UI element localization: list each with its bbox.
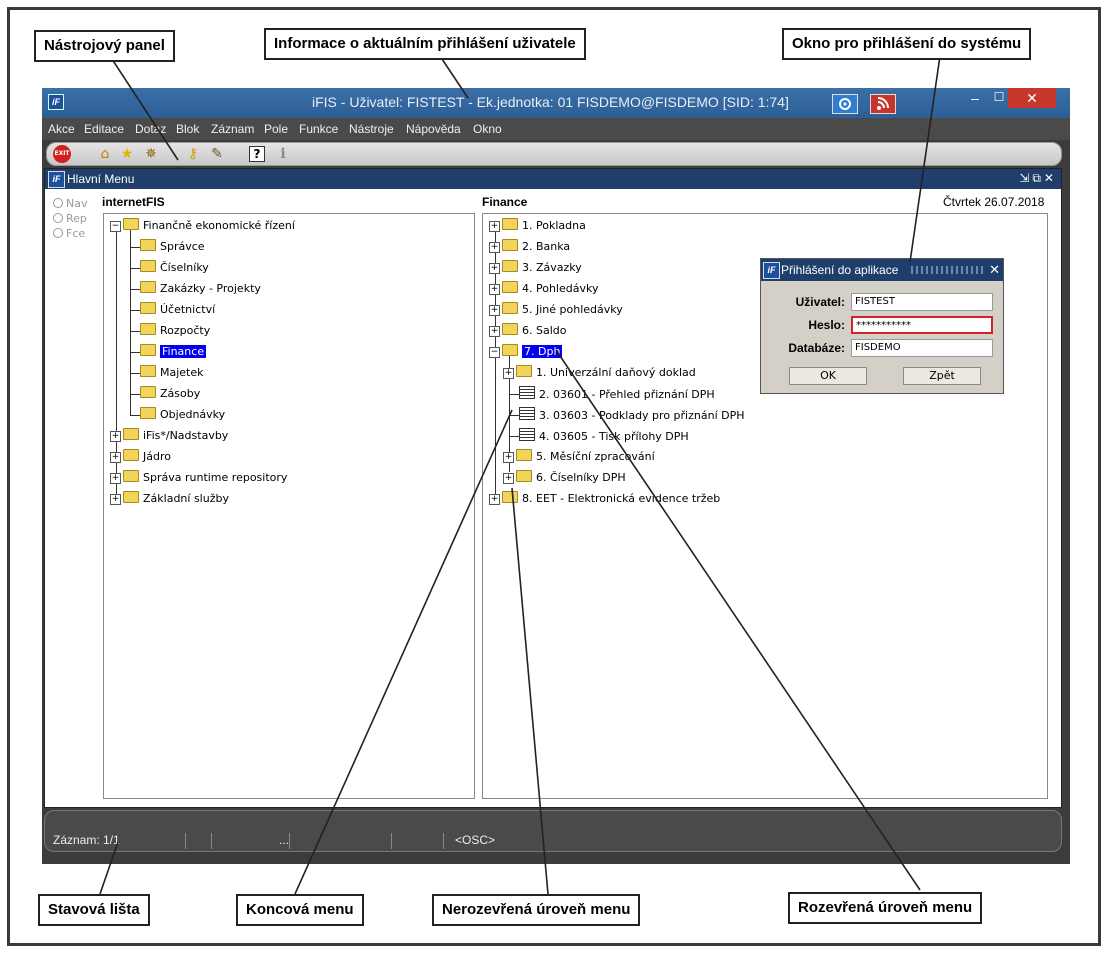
status-osc: <OSC>: [455, 833, 496, 847]
tree-node-majetek[interactable]: Majetek: [140, 365, 204, 381]
back-button[interactable]: Zpět: [903, 367, 981, 385]
menu-pole[interactable]: Pole: [264, 122, 289, 136]
tree-node-saldo[interactable]: +6. Saldo: [489, 323, 567, 337]
ok-button[interactable]: OK: [789, 367, 867, 385]
callout-login-window: Okno pro přihlášení do systému: [782, 28, 1032, 60]
callout-closed-level: Nerozevřená úroveň menu: [432, 894, 641, 926]
right-panel-header: Finance: [482, 195, 528, 209]
tree-node-sprava-runtime-repository[interactable]: +Správa runtime repository: [110, 470, 288, 484]
menu-akce[interactable]: Akce: [48, 122, 75, 136]
callout-login-info: Informace o aktuálním přihlášení uživate…: [264, 28, 586, 60]
ifis-window-icon: iF: [48, 171, 65, 188]
tree-node-zavazky[interactable]: +3. Závazky: [489, 260, 582, 274]
tree-node-zasoby[interactable]: Zásoby: [140, 386, 200, 402]
database-field[interactable]: FISDEMO: [851, 339, 993, 357]
tree-node-ciselniky-dph[interactable]: +6. Číselníky DPH: [503, 470, 626, 484]
window-title: iFIS - Uživatel: FISTEST - Ek.jednotka: …: [312, 94, 789, 110]
radio-rep[interactable]: Rep: [53, 212, 87, 225]
tool-panel: EXIT ⌂ ★ ✵ ⚷ ✎ ? i: [46, 142, 1062, 166]
settings-gear-icon[interactable]: [832, 94, 858, 114]
status-bar: Záznam: 1/1 ... <OSC>: [45, 831, 1061, 851]
tree-node-zakazky-projekty[interactable]: Zakázky - Projekty: [140, 281, 261, 297]
menu-editace[interactable]: Editace: [84, 122, 125, 136]
left-menu-tree: −Finančně ekonomické řízení Správce Číse…: [103, 213, 475, 799]
tree-node-jadro[interactable]: +Jádro: [110, 449, 171, 463]
favorites-star-icon[interactable]: ★: [120, 146, 134, 162]
login-dialog-title: Přihlášení do aplikace: [781, 263, 899, 277]
tree-node-ucetnictvi[interactable]: Účetnictví: [140, 302, 215, 318]
ifis-app-icon: iF: [48, 94, 64, 110]
tree-node-finance[interactable]: Finance: [140, 344, 207, 360]
status-area: Záznam: 1/1 ... <OSC>: [44, 810, 1062, 852]
close-window-icon[interactable]: ✕: [1008, 88, 1056, 108]
database-label: Databáze:: [788, 341, 845, 355]
screenshot-frame: [7, 7, 1101, 946]
help-question-icon[interactable]: ?: [249, 146, 265, 162]
rss-feed-icon[interactable]: [870, 94, 896, 114]
menu-bar: Akce Editace Dotaz Blok Záznam Pole Funk…: [42, 118, 1070, 140]
menu-napoveda[interactable]: Nápověda: [406, 122, 461, 136]
window-controls-icon[interactable]: ⇲⧉✕: [1019, 171, 1057, 185]
tree-node-pokladna[interactable]: +1. Pokladna: [489, 218, 586, 232]
login-dialog-titlebar: iF Přihlášení do aplikace ✕: [761, 259, 1003, 281]
exit-icon[interactable]: EXIT: [53, 145, 71, 163]
current-date: Čtvrtek 26.07.2018: [943, 195, 1045, 209]
menu-funkce[interactable]: Funkce: [299, 122, 339, 136]
password-label: Heslo:: [808, 318, 845, 332]
window-titlebar: iF iFIS - Uživatel: FISTEST - Ek.jednotk…: [42, 88, 1070, 118]
tree-node-objednavky[interactable]: Objednávky: [140, 407, 225, 423]
menu-blok[interactable]: Blok: [176, 122, 200, 136]
steering-wheel-icon[interactable]: ✵: [145, 146, 157, 162]
user-label: Uživatel:: [795, 295, 845, 309]
app-window: iF iFIS - Uživatel: FISTEST - Ek.jednotk…: [42, 88, 1070, 864]
tree-node-univerzalni-danovy-doklad[interactable]: +1. Univerzální daňový doklad: [503, 365, 696, 379]
close-dialog-icon[interactable]: ✕: [989, 262, 1000, 277]
ifis-dialog-icon: iF: [763, 262, 780, 279]
tree-node-jine-pohledavky[interactable]: +5. Jiné pohledávky: [489, 302, 623, 316]
tree-leaf-03601[interactable]: 2. 03601 - Přehled přiznání DPH: [519, 386, 715, 402]
menu-okno[interactable]: Okno: [473, 122, 502, 136]
status-record: Záznam: 1/1: [53, 833, 186, 849]
tree-leaf-03603[interactable]: 3. 03603 - Podklady pro přiznání DPH: [519, 407, 745, 423]
menu-dotaz[interactable]: Dotaz: [135, 122, 167, 136]
minimize-icon[interactable]: –: [971, 90, 979, 106]
callout-toolbar: Nástrojový panel: [34, 30, 175, 62]
menu-nastroje[interactable]: Nástroje: [349, 122, 394, 136]
keys-icon[interactable]: ⚷: [187, 146, 199, 162]
tree-node-ciselniky[interactable]: Číselníky: [140, 260, 209, 276]
main-menu-title: Hlavní Menu: [67, 172, 135, 186]
home-icon[interactable]: ⌂: [100, 146, 110, 162]
info-icon[interactable]: i: [280, 146, 286, 162]
callout-end-menu: Koncová menu: [236, 894, 364, 926]
tree-node-eet[interactable]: +8. EET - Elektronická evidence tržeb: [489, 491, 721, 505]
tree-node-pohledavky[interactable]: +4. Pohledávky: [489, 281, 599, 295]
radio-fce[interactable]: Fce: [53, 227, 85, 240]
callout-status-bar: Stavová lišta: [38, 894, 150, 926]
radio-nav[interactable]: Nav: [53, 197, 87, 210]
main-menu-titlebar: iF Hlavní Menu ⇲⧉✕: [45, 169, 1061, 189]
tree-leaf-03605[interactable]: 4. 03605 - Tisk přílohy DPH: [519, 428, 689, 444]
maximize-icon[interactable]: ☐: [993, 90, 1005, 104]
callout-open-level: Rozevřená úroveň menu: [788, 892, 983, 924]
menu-zaznam[interactable]: Záznam: [211, 122, 255, 136]
tree-node-financne-ekonomicke-rizeni[interactable]: −Finančně ekonomické řízení: [110, 218, 295, 232]
tree-node-spravce[interactable]: Správce: [140, 239, 205, 255]
left-panel-header: internetFIS: [102, 195, 165, 209]
login-dialog: iF Přihlášení do aplikace ✕ Uživatel: FI…: [760, 258, 1004, 394]
status-dots: ...: [213, 833, 290, 849]
tree-node-ifis-nadstavby[interactable]: +iFis*/Nadstavby: [110, 428, 229, 442]
tree-node-rozpocty[interactable]: Rozpočty: [140, 323, 210, 339]
tree-node-mesicni-zpracovani[interactable]: +5. Měsíční zpracování: [503, 449, 655, 463]
password-field[interactable]: ***********: [851, 316, 993, 334]
pin-icon[interactable]: ✎: [211, 146, 223, 162]
tree-node-zakladni-sluzby[interactable]: +Základní služby: [110, 491, 229, 505]
tree-node-dph[interactable]: −7. Dph: [489, 344, 563, 358]
user-field[interactable]: FISTEST: [851, 293, 993, 311]
tree-node-banka[interactable]: +2. Banka: [489, 239, 571, 253]
